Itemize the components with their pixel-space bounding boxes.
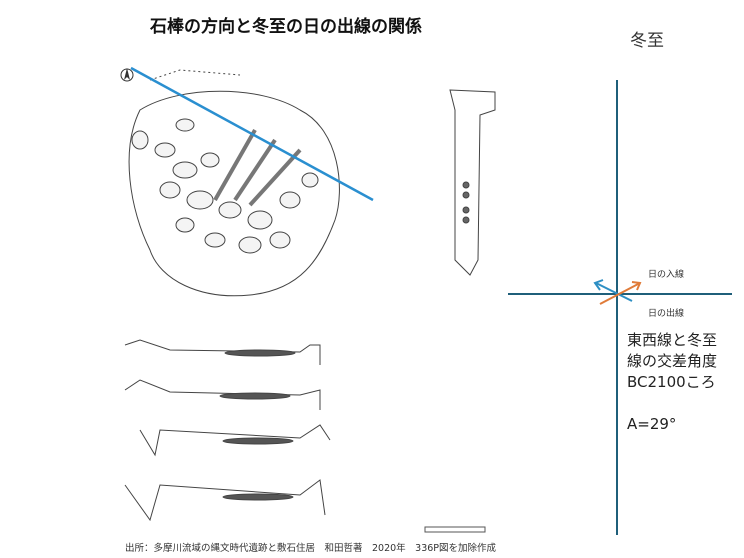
description-line: BC2100ころ <box>627 373 716 391</box>
sunset-line-label: 日の入線 <box>648 270 685 280</box>
alignment-line <box>130 66 374 202</box>
scale-bar <box>424 526 486 533</box>
description-line: 線の交差角度 <box>627 352 718 370</box>
angle-description: 東西線と冬至 線の交差角度 BC2100ころ A=29° <box>627 330 717 435</box>
angle-value: A=29° <box>627 415 677 433</box>
section-vertical <box>449 89 496 276</box>
sunrise-arrow-icon <box>599 281 642 305</box>
description-line <box>627 393 717 414</box>
sunrise-line-label: 日の出線 <box>648 309 685 319</box>
description-line: 東西線と冬至 <box>627 331 718 349</box>
north-arrow-icon <box>120 68 134 82</box>
sunset-arrow-icon <box>593 279 633 302</box>
season-label: 冬至 <box>630 31 664 51</box>
dwelling-plan <box>128 69 340 297</box>
source-footer: 出所：多摩川流域の縄文時代遺跡と敷石住居 和田哲著 2020年 336P図を加除… <box>125 543 497 554</box>
cross-sections <box>124 339 331 522</box>
slide-title: 石棒の方向と冬至の日の出線の関係 <box>150 17 422 37</box>
